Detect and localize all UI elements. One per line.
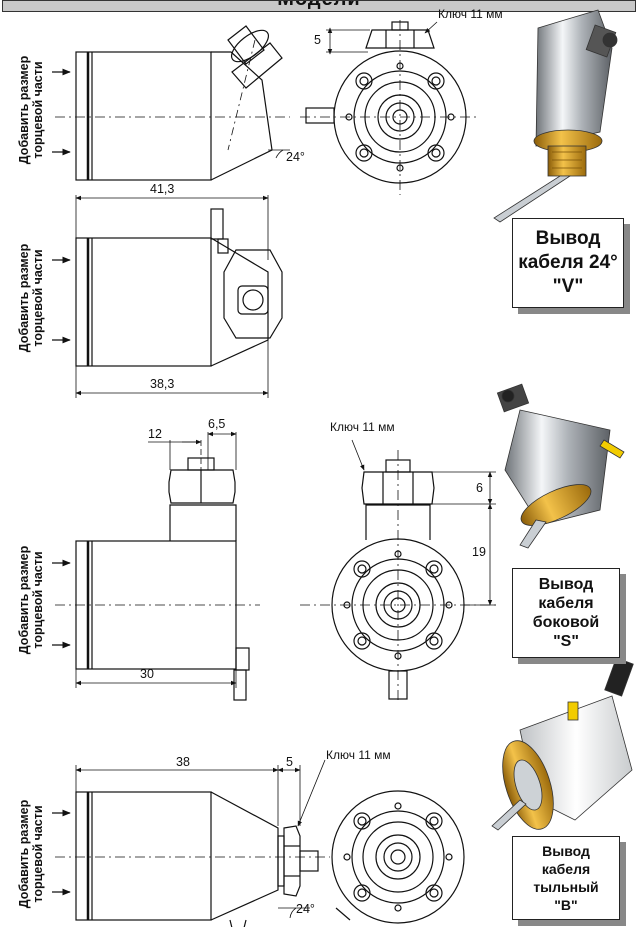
v-side-angle: 24° bbox=[286, 150, 305, 164]
v-top-length-body: 38,3 bbox=[150, 377, 175, 391]
callout-b: Вывод кабеля тыльный "B" bbox=[512, 836, 620, 920]
product-photo-s bbox=[496, 383, 625, 549]
header-bar: Модели bbox=[2, 0, 636, 12]
product-photo-b bbox=[491, 657, 634, 831]
s-front-view bbox=[300, 439, 500, 700]
s-side-view bbox=[52, 431, 260, 701]
side-label-1: Добавить размер торцевой части bbox=[17, 55, 45, 165]
s-side-length: 30 bbox=[140, 667, 154, 681]
callout-v: Вывод кабеля 24° "V" bbox=[512, 218, 624, 308]
s-side-dim-b: 6,5 bbox=[208, 417, 226, 431]
side-label-3: Добавить размер торцевой части bbox=[17, 545, 45, 655]
v-top-view bbox=[52, 195, 283, 398]
b-side-dim-nut: 5 bbox=[286, 755, 293, 769]
b-front-key-label: Ключ 11 мм bbox=[326, 748, 391, 762]
s-front-dim-height: 19 bbox=[472, 545, 486, 559]
b-side-length: 38 bbox=[176, 755, 190, 769]
v-front-view bbox=[300, 20, 480, 195]
v-side-view bbox=[52, 25, 290, 181]
s-front-dim-nut: 6 bbox=[476, 481, 483, 495]
v-front-dim-height: 5 bbox=[314, 33, 321, 47]
side-label-2: Добавить размер торцевой части bbox=[17, 243, 45, 353]
side-label-4: Добавить размер торцевой части bbox=[17, 799, 45, 909]
v-front-key-label: Ключ 11 мм bbox=[438, 7, 503, 21]
v-top-length-overall: 41,3 bbox=[150, 182, 175, 196]
product-photo-v bbox=[493, 9, 618, 223]
s-side-dim-a: 12 bbox=[148, 427, 162, 441]
header-title: Модели bbox=[3, 1, 635, 11]
b-side-view bbox=[52, 759, 330, 927]
b-front-view bbox=[331, 790, 465, 924]
callout-s: Вывод кабеля боковой "S" bbox=[512, 568, 620, 658]
s-front-key-label: Ключ 11 мм bbox=[330, 420, 395, 434]
b-side-angle: 24° bbox=[296, 902, 315, 916]
